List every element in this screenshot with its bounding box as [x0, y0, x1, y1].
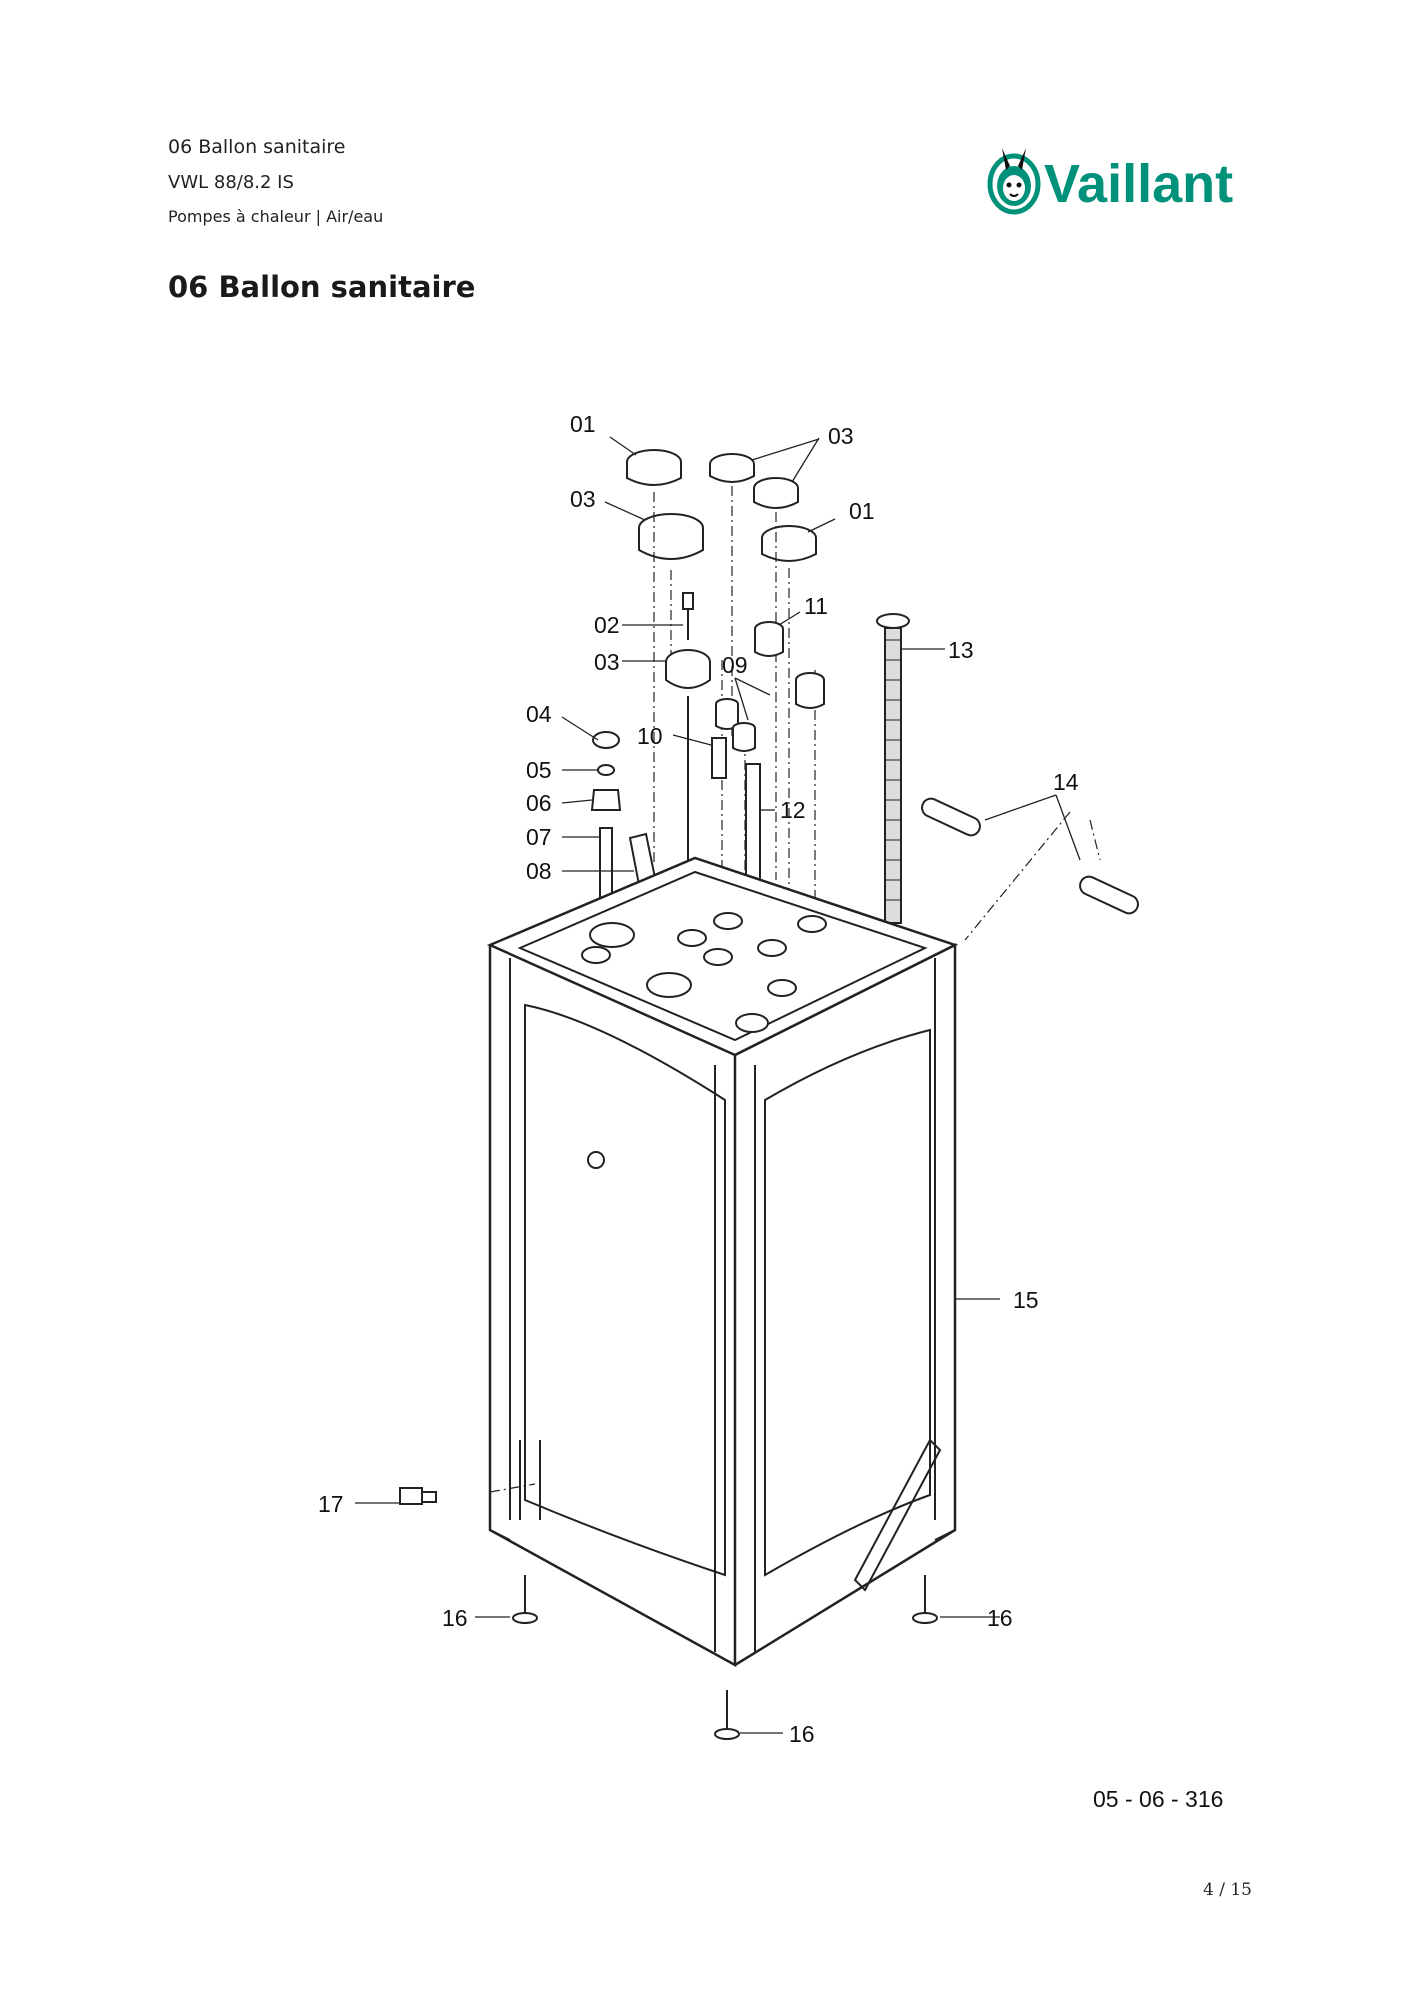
- page-title: 06 Ballon sanitaire: [168, 270, 476, 304]
- drawing-code: 05 - 06 - 316: [1093, 1786, 1224, 1812]
- callout-label: 02: [594, 612, 620, 638]
- callout-label: 10: [637, 723, 663, 749]
- vaillant-logo: Vaillant: [987, 148, 1233, 215]
- callout-label: 16: [442, 1605, 468, 1631]
- adjustable-foot: [512, 1575, 538, 1624]
- header-category: Pompes à chaleur | Air/eau: [168, 207, 384, 226]
- cap-part: [761, 525, 817, 562]
- logo-text: Vaillant: [1044, 154, 1233, 214]
- callout-label: 07: [526, 824, 552, 850]
- callout-label: 01: [570, 411, 596, 437]
- callout-label: 17: [318, 1491, 344, 1517]
- callout-label: 13: [948, 637, 974, 663]
- cap-part: [638, 513, 704, 560]
- cap-part: [626, 449, 682, 486]
- cap-part: [753, 477, 799, 509]
- sleeve-part: [711, 737, 727, 779]
- header-section: 06 Ballon sanitaire: [168, 136, 346, 158]
- callout-label: 14: [1053, 769, 1079, 795]
- callout-label: 12: [780, 797, 806, 823]
- callout-label: 11: [804, 593, 828, 619]
- cap-part: [709, 453, 755, 483]
- page-number: 4 / 15: [1203, 1880, 1252, 1900]
- callout-label: 01: [849, 498, 875, 524]
- callout-label: 08: [526, 858, 552, 884]
- hare-emblem-icon: [987, 148, 1041, 215]
- callout-label: 03: [594, 649, 620, 675]
- callout-label: 05: [526, 757, 552, 783]
- callout-label: 04: [526, 701, 552, 727]
- adjustable-foot: [912, 1575, 938, 1624]
- callout-label: 16: [987, 1605, 1013, 1631]
- nipple-part: [754, 621, 825, 709]
- callout-label: 06: [526, 790, 552, 816]
- callout-label: 03: [570, 486, 596, 512]
- adjustable-foot: [714, 1690, 740, 1740]
- callout-label: 16: [789, 1721, 815, 1747]
- drain-valve: [399, 1487, 437, 1505]
- callout-label: 03: [828, 423, 854, 449]
- flexible-hose: [876, 613, 910, 924]
- header-model: VWL 88/8.2 IS: [168, 172, 294, 193]
- callout-label: 09: [722, 652, 748, 678]
- gasket-ring: [921, 797, 1139, 915]
- callout-label: 15: [1013, 1287, 1039, 1313]
- nipple-part: [715, 698, 756, 752]
